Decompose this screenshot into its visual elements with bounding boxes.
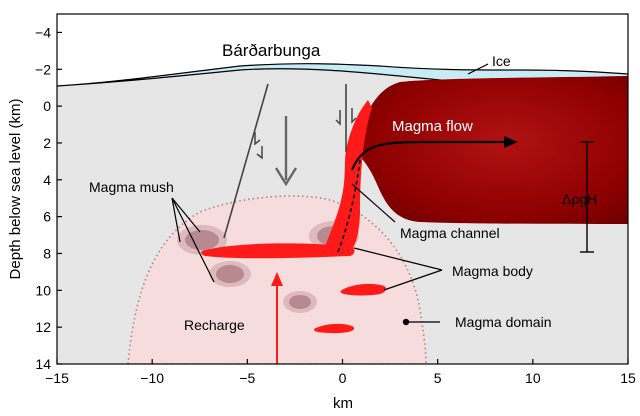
recharge-arrow-icon bbox=[271, 272, 283, 364]
y-tick-label: 10 bbox=[35, 282, 51, 298]
y-axis-ticks: −4 −2 0 2 4 6 8 10 12 14 bbox=[35, 24, 62, 372]
body-leader-2 bbox=[383, 269, 443, 291]
y-axis-title: Depth below sea level (km) bbox=[7, 99, 24, 280]
domain-marker-dot bbox=[402, 318, 410, 326]
y-tick-label: −4 bbox=[35, 24, 51, 40]
x-tick-label: 10 bbox=[525, 370, 541, 386]
x-tick-label: 15 bbox=[620, 370, 636, 386]
x-tick-label: −15 bbox=[45, 370, 69, 386]
volcano-label: Bárðarbunga bbox=[222, 41, 321, 60]
subsidence-arrow-icon bbox=[274, 116, 298, 187]
pressure-label: ΔρgH bbox=[562, 191, 597, 207]
magma-flow-body bbox=[356, 76, 628, 224]
x-tick-label: −5 bbox=[239, 370, 255, 386]
body-leader-1 bbox=[353, 247, 443, 271]
magma-flow-label: Magma flow bbox=[392, 118, 473, 135]
magma-domain-label: Magma domain bbox=[455, 314, 552, 330]
mush-leader-2 bbox=[171, 197, 215, 283]
y-tick-label: 8 bbox=[43, 245, 51, 261]
magma-channel-centreline bbox=[337, 159, 361, 253]
x-tick-label: 0 bbox=[339, 370, 347, 386]
y-tick-label: 14 bbox=[35, 356, 51, 372]
ice-label: Ice bbox=[492, 53, 511, 69]
x-tick-label: −10 bbox=[140, 370, 164, 386]
magma-mush-cluster-4 bbox=[283, 291, 317, 313]
channel-leader-line bbox=[351, 183, 396, 223]
ice-layer bbox=[57, 63, 628, 95]
y-tick-label: 6 bbox=[43, 209, 51, 225]
ice-leader-line bbox=[467, 63, 489, 75]
magma-body-label: Magma body bbox=[452, 263, 533, 279]
y-tick-label: 12 bbox=[35, 319, 51, 335]
y-tick-label: −2 bbox=[35, 61, 51, 77]
fault-slip-right-icon bbox=[335, 108, 357, 126]
recharge-label: Recharge bbox=[184, 317, 245, 333]
magma-mush-cluster-2 bbox=[209, 261, 251, 287]
y-tick-label: 2 bbox=[43, 135, 51, 151]
magma-channel-label: Magma channel bbox=[400, 225, 500, 241]
magma-flow-arrow-icon bbox=[350, 136, 518, 171]
magma-body-main bbox=[201, 243, 355, 259]
mush-leader-3 bbox=[171, 197, 201, 233]
magma-mush-label: Magma mush bbox=[89, 179, 174, 195]
fault-slip-left-icon bbox=[254, 132, 263, 160]
x-axis-title: km bbox=[333, 395, 353, 412]
magma-channel bbox=[324, 100, 372, 250]
y-tick-label: 0 bbox=[43, 98, 51, 114]
x-tick-label: 5 bbox=[434, 370, 442, 386]
pressure-bracket bbox=[580, 141, 594, 253]
magma-body-small-2 bbox=[313, 323, 355, 334]
mush-leader-1 bbox=[171, 197, 181, 243]
y-tick-label: 4 bbox=[43, 172, 51, 188]
caldera-fault-left bbox=[223, 83, 269, 239]
x-axis-ticks: −15 −10 −5 0 5 10 15 bbox=[45, 359, 636, 386]
magma-body-small-1 bbox=[340, 283, 387, 296]
